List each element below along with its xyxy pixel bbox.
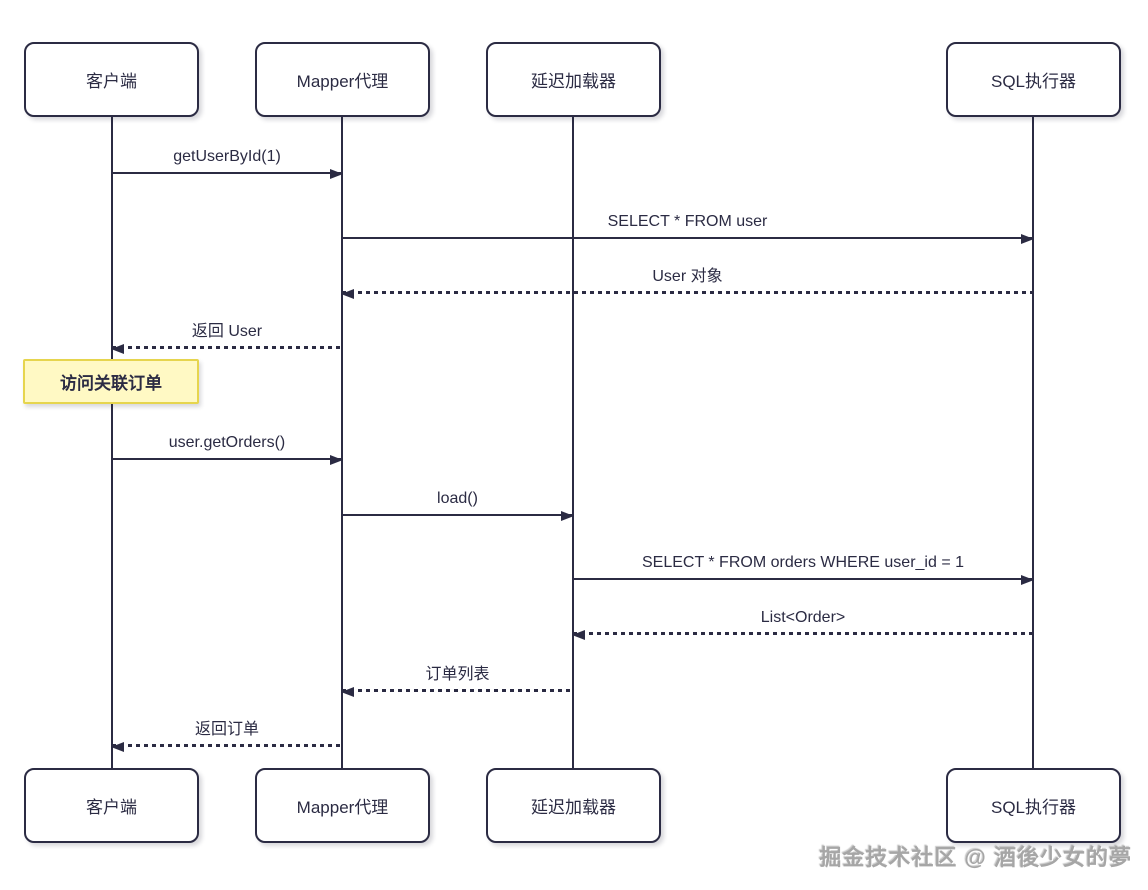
message-return-user: 返回 User xyxy=(111,317,342,354)
message-line xyxy=(573,578,1033,580)
message-line xyxy=(342,689,573,692)
watermark: 掘金技术社区 @ 酒後少女的夢 xyxy=(819,845,1132,870)
actor-top-client: 客户端 xyxy=(24,42,199,117)
arrowhead-right-icon xyxy=(561,510,574,521)
arrowhead-left-icon xyxy=(341,288,354,299)
actor-label: 延迟加载器 xyxy=(531,798,616,817)
actor-top-lazy-loader: 延迟加载器 xyxy=(486,42,661,117)
message-select-from-user: SELECT * FROM user xyxy=(342,207,1034,244)
message-select-from-orders: SELECT * FROM orders WHERE user_id = 1 xyxy=(573,548,1034,585)
message-order-list: 订单列表 xyxy=(341,660,573,697)
lifeline-client xyxy=(110,117,113,768)
message-label: 返回 User xyxy=(191,323,263,340)
message-label: User 对象 xyxy=(652,268,723,285)
message-label: load() xyxy=(437,490,478,507)
message-return-orders: 返回订单 xyxy=(111,715,342,752)
note-label: 访问关联订单 xyxy=(60,374,162,393)
note-access-related-orders: 访问关联订单 xyxy=(23,359,199,404)
message-label: SELECT * FROM orders WHERE user_id = 1 xyxy=(641,554,965,571)
message-line xyxy=(112,346,342,349)
actor-label: 客户端 xyxy=(86,72,137,91)
message-line xyxy=(112,172,342,174)
actor-label: Mapper代理 xyxy=(296,798,389,817)
arrowhead-left-icon xyxy=(572,629,585,640)
arrowhead-left-icon xyxy=(341,686,354,697)
message-line xyxy=(573,632,1033,635)
message-line xyxy=(112,458,342,460)
message-line xyxy=(342,514,573,516)
message-label: List<Order> xyxy=(760,609,846,626)
actor-label: Mapper代理 xyxy=(296,72,389,91)
message-line xyxy=(342,237,1033,239)
actor-label: SQL执行器 xyxy=(990,72,1077,91)
lifeline-lazy-loader xyxy=(571,117,574,768)
arrowhead-right-icon xyxy=(330,454,343,465)
actor-bottom-mapper-proxy: Mapper代理 xyxy=(255,768,430,843)
message-label: getUserById(1) xyxy=(173,148,281,165)
message-label: 返回订单 xyxy=(194,721,259,738)
message-user-getorders: user.getOrders() xyxy=(112,428,343,465)
message-list-order: List<Order> xyxy=(572,603,1033,640)
message-label: user.getOrders() xyxy=(168,434,286,451)
arrowhead-right-icon xyxy=(330,168,343,179)
message-line xyxy=(112,744,342,747)
lifeline-sql-executor xyxy=(1031,117,1034,768)
arrowhead-left-icon xyxy=(111,741,124,752)
message-label: SELECT * FROM user xyxy=(607,213,768,230)
message-load: load() xyxy=(342,484,574,521)
actor-label: 客户端 xyxy=(86,798,137,817)
arrowhead-right-icon xyxy=(1021,233,1034,244)
message-label: 订单列表 xyxy=(425,666,490,683)
message-getuserbyid: getUserById(1) xyxy=(112,142,343,179)
lifeline-mapper-proxy xyxy=(340,117,343,768)
actor-top-mapper-proxy: Mapper代理 xyxy=(255,42,430,117)
message-line xyxy=(342,291,1033,294)
actor-label: SQL执行器 xyxy=(990,798,1077,817)
actor-bottom-lazy-loader: 延迟加载器 xyxy=(486,768,661,843)
arrowhead-left-icon xyxy=(111,343,124,354)
actor-bottom-client: 客户端 xyxy=(24,768,199,843)
arrowhead-right-icon xyxy=(1021,574,1034,585)
actor-top-sql-executor: SQL执行器 xyxy=(946,42,1121,117)
actor-label: 延迟加载器 xyxy=(531,72,616,91)
actor-bottom-sql-executor: SQL执行器 xyxy=(946,768,1121,843)
message-user-object: User 对象 xyxy=(341,262,1033,299)
